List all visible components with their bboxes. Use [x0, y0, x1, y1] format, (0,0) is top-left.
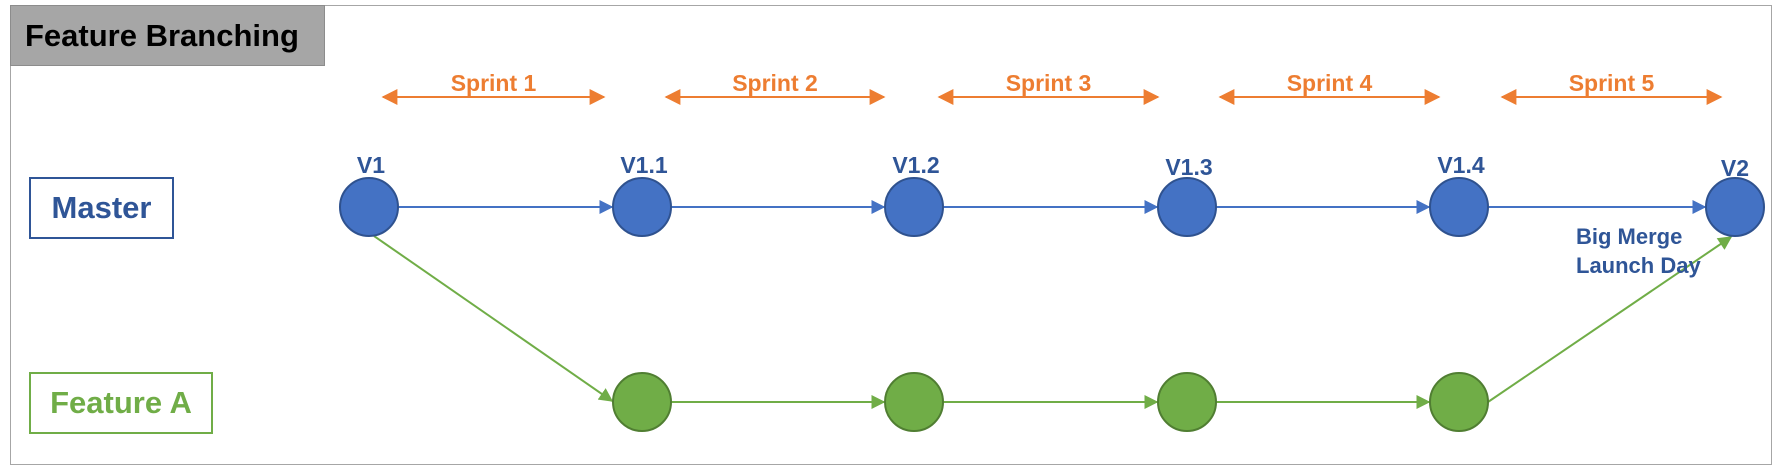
lane-label-master: Master	[29, 177, 174, 239]
version-label: V1.2	[892, 152, 939, 178]
version-label: V1.4	[1437, 152, 1485, 178]
sprint-label: Sprint 4	[1287, 70, 1373, 96]
version-label: V1.1	[620, 152, 668, 178]
master-commit-node	[339, 177, 399, 237]
lane-label-feature-a: Feature A	[29, 372, 213, 434]
merge-note-line-1: Big Merge	[1576, 224, 1682, 249]
merge-edge	[1487, 236, 1733, 403]
master-commit-node	[1429, 177, 1489, 237]
master-commit-node	[612, 177, 672, 237]
sprint-label: Sprint 2	[732, 70, 818, 96]
feature-commit-node	[612, 372, 672, 432]
feature-commit-node	[884, 372, 944, 432]
feature-commit-node	[1157, 372, 1217, 432]
master-commit-node	[884, 177, 944, 237]
version-label: V1.3	[1165, 154, 1212, 180]
version-label: V2	[1721, 155, 1749, 181]
label-layer: Big Merge Launch Day V1 V1.1 V1.2 V1.3 V1.4 V…	[357, 152, 1749, 278]
sprint-label: Sprint 5	[1569, 70, 1655, 96]
version-label: V1	[357, 152, 385, 178]
diagram-title: Feature Branching	[10, 5, 325, 66]
merge-note-line-2: Launch Day	[1576, 253, 1701, 278]
branch-edge	[373, 235, 614, 402]
edge-layer	[373, 200, 1733, 409]
node-layer	[339, 177, 1765, 432]
diagram-frame	[10, 5, 1772, 465]
sprint-layer: Sprint 1 Sprint 2 Sprint 3 Sprint 4 Sprint 5	[381, 70, 1723, 105]
master-commit-node	[1705, 177, 1765, 237]
sprint-label: Sprint 3	[1006, 70, 1092, 96]
sprint-label: Sprint 1	[451, 70, 537, 96]
master-commit-node	[1157, 177, 1217, 237]
feature-commit-node	[1429, 372, 1489, 432]
